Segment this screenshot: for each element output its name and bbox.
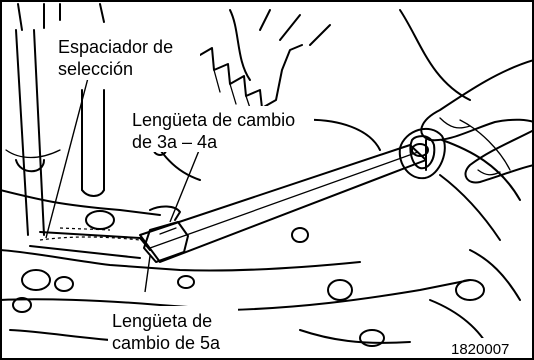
- shift-lugs: [29, 205, 189, 263]
- leader-lines: [45, 77, 201, 293]
- figure-number: 1820007: [451, 341, 509, 358]
- label-tab34-line1: Lengüeta de cambio: [132, 110, 295, 130]
- screwdriver-tool: [139, 127, 521, 263]
- label-spacer-line1: Espaciador de: [58, 37, 173, 57]
- label-tab5-line1: Lengüeta de: [112, 311, 212, 331]
- label-tab5-line2: cambio de 5a: [112, 333, 221, 353]
- label-tab34-line2: de 3a – 4a: [132, 132, 218, 152]
- gear: [199, 9, 331, 115]
- hand: [420, 59, 534, 184]
- label-spacer-line2: selección: [58, 59, 133, 79]
- shift-rods: [15, 3, 105, 236]
